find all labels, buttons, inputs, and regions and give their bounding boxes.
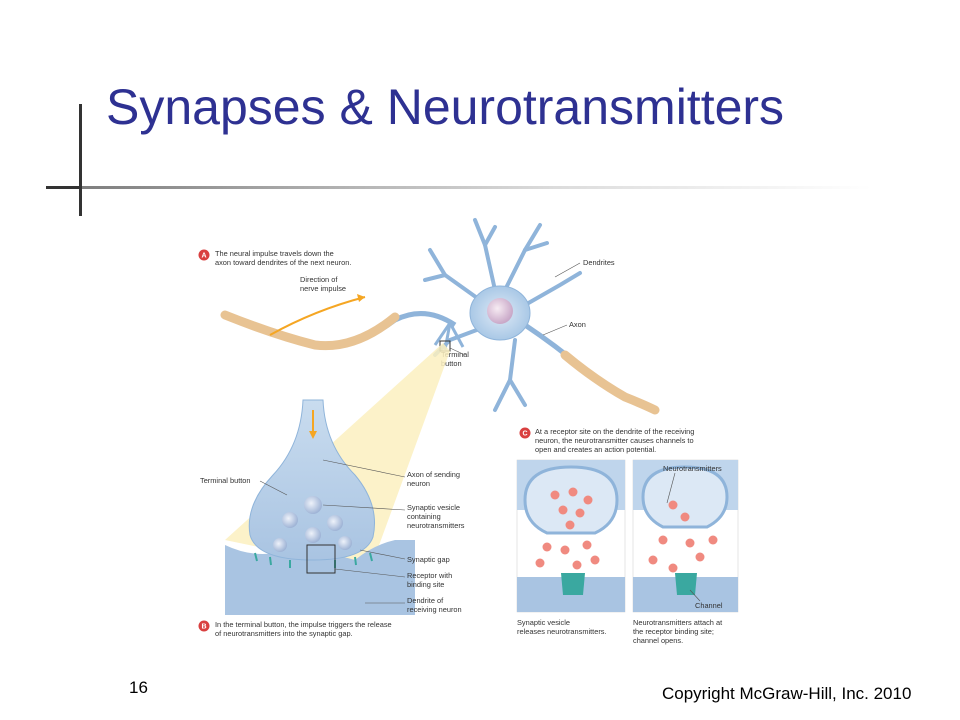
right-caption-line1: Neurotransmitters attach at [633,618,722,627]
decor-horizontal-bar [46,186,82,189]
badge-a-label: A [201,253,206,260]
panel-a-caption-line1: The neural impulse travels down the [215,249,334,258]
left-caption-line2: releases neurotransmitters. [517,627,607,636]
left-caption-line1: Synaptic vesicle [517,618,570,627]
direction-label-line1: Direction of [300,275,338,284]
myelin-left [220,310,400,351]
panel-a-caption-line2: axon toward dendrites of the next neuron… [215,258,351,267]
terminal-button-b-label: Terminal button [200,476,251,485]
slide-title: Synapses & Neurotransmitters [106,79,785,135]
channel-label: Channel [695,601,723,610]
synapse-diagram: A The neural impulse travels down the ax… [198,218,739,645]
impulse-arrow [269,296,366,336]
synaptic-gap-label: Synaptic gap [407,555,450,564]
dendrite-receiving-line1: Dendrite of [407,596,444,605]
axon-sending-line1: Axon of sending [407,470,460,479]
vesicle-open-right [641,465,729,529]
channel-open [675,573,697,595]
badge-b-label: B [201,624,206,631]
copyright-notice: Copyright McGraw-Hill, Inc. 2010 [662,684,912,703]
right-caption-line2: the receptor binding site; [633,627,714,636]
panel-c-caption-line1: At a receptor site on the dendrite of th… [535,427,694,436]
nucleus [487,298,513,324]
dendrites-label: Dendrites [583,258,615,267]
transmitters-left [535,487,600,570]
channel-closed [561,573,585,595]
vesicles [273,496,352,552]
terminal-branches [433,322,465,351]
right-caption-line3: channel opens. [633,636,683,645]
terminal-button-a-line1: Terminal [441,350,469,359]
panel-a: A The neural impulse travels down the ax… [198,218,660,415]
vesicle-open-left [523,465,619,535]
panel-c-caption-line3: open and creates an action potential. [535,445,656,454]
synaptic-vesicle-line2: containing [407,512,441,521]
synaptic-vesicle-line3: neurotransmitters [407,521,465,530]
panel-c: C At a receptor site on the dendrite of … [516,427,739,645]
receptor-line1: Receptor with [407,571,452,580]
panel-c-caption-line2: neuron, the neurotransmitter causes chan… [535,436,694,445]
terminal-button-shape [248,399,376,561]
terminal-button-a-line2: button [441,359,462,368]
myelin-right [560,350,660,415]
axon-label: Axon [569,320,586,329]
page-number: 16 [129,678,148,697]
dendrite-receiving-line2: receiving neuron [407,605,462,614]
receptor-line2: binding site [407,580,444,589]
dendrite-receiving-shape [225,540,415,615]
badge-a [198,249,210,261]
panel-b-caption-line1: In the terminal button, the impulse trig… [215,620,392,629]
axon-sending-line2: neuron [407,479,430,488]
direction-label-line2: nerve impulse [300,284,346,293]
synaptic-vesicle-line1: Synaptic vesicle [407,503,460,512]
panel-b-caption-line2: of neurotransmitters into the synaptic g… [215,629,353,638]
zoom-box-large [306,544,336,574]
badge-c [519,427,531,439]
panel-b: Terminal button Axon of sending neuron S… [198,399,465,638]
badge-b [198,620,210,632]
receptors [254,552,373,568]
transmitters-right [648,500,718,573]
title-rule [82,186,872,189]
badge-c-label: C [522,431,527,438]
decor-vertical-bar [79,104,82,216]
neurotransmitters-label: Neurotransmitters [663,464,722,473]
